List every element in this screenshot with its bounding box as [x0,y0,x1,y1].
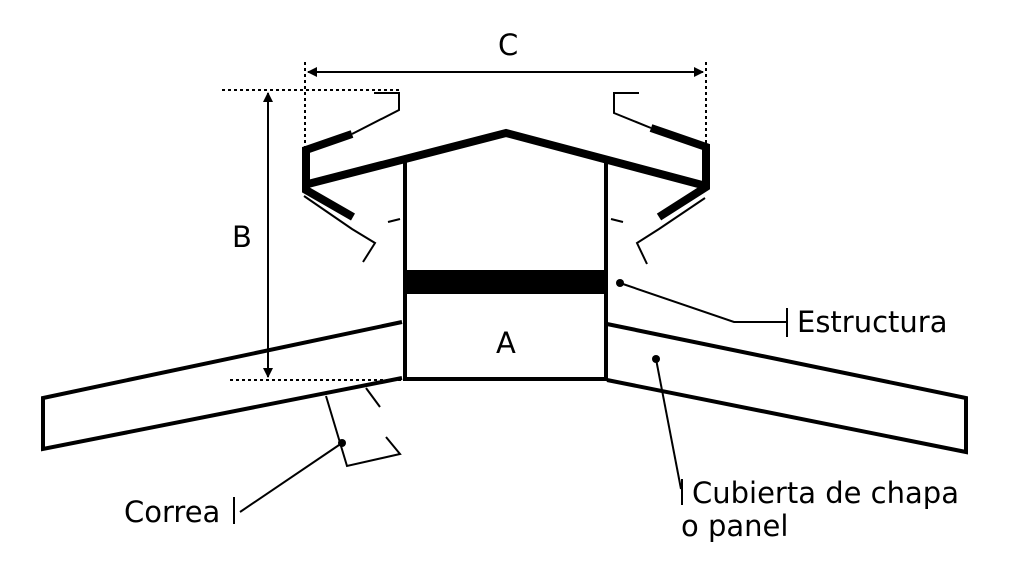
cubierta-label-line1: Cubierta de chapa [692,476,959,510]
leader-estructura [616,279,788,337]
left-roof-panel [41,320,403,452]
ridge-cap [307,128,708,190]
cubierta-label-line2: o panel [681,509,788,543]
left-flashing [302,92,401,263]
dimension-c [304,62,707,148]
right-roof-panel [606,322,968,455]
estructura-label: Estructura [797,305,948,339]
leader-cubierta [652,355,683,505]
dimension-c-label: C [498,28,518,62]
leader-correa [233,439,346,524]
structure-crossbar [405,270,606,294]
right-flashing [610,92,710,265]
correa-label: Correa [124,495,220,529]
purlin [325,387,402,468]
dimension-b-label: B [232,220,252,254]
dimension-b [222,89,402,381]
dimension-a-label: A [496,326,516,360]
central-structure [403,160,608,381]
